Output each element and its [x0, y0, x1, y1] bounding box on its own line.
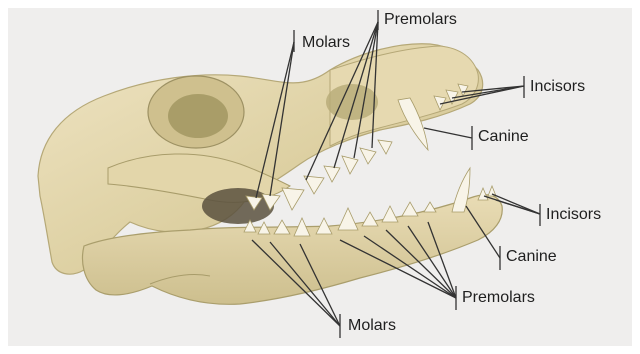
label-canine-bottom: Canine — [506, 248, 557, 266]
label-incisors-top: Incisors — [530, 78, 585, 96]
label-premolars-bottom: Premolars — [462, 289, 535, 307]
label-molars-bottom: Molars — [348, 317, 396, 335]
label-premolars-top: Premolars — [384, 11, 457, 29]
label-canine-top: Canine — [478, 128, 529, 146]
jaw-joint-cavity — [202, 188, 274, 224]
label-incisors-bottom: Incisors — [546, 206, 601, 224]
label-molars-top: Molars — [302, 34, 350, 52]
